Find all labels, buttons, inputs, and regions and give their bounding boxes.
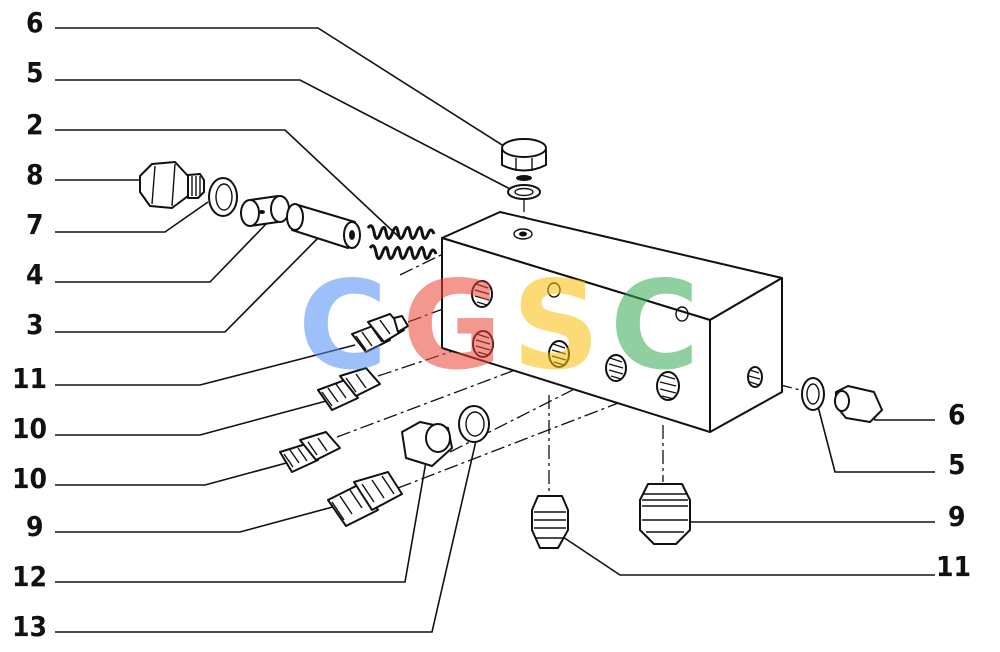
left-part-labels: 6 5 2 8 7 4 3 11 10 10 9 12 13 — [12, 6, 47, 643]
part-9-fitting-bottom — [639, 483, 691, 545]
part-10-fitting-b — [279, 431, 341, 473]
label-left-12: 12 — [12, 560, 47, 593]
part-10-fitting-a — [317, 367, 381, 411]
label-left-10: 10 — [12, 462, 47, 495]
label-left-13: 13 — [12, 610, 47, 643]
label-right-2: 5 — [948, 448, 966, 481]
label-right-4: 11 — [936, 550, 971, 583]
part-6-plug-right — [834, 385, 883, 423]
label-left-1: 6 — [26, 6, 44, 39]
block-front-ports — [471, 280, 689, 401]
valve-block — [441, 211, 783, 433]
part-11-fitting-bottom — [531, 495, 569, 549]
watermark-letter-s: S — [512, 255, 600, 397]
part-7-ring — [208, 177, 238, 217]
part-13-washer — [458, 405, 490, 443]
part-5-washer-right — [801, 377, 825, 411]
label-right-1: 6 — [948, 398, 966, 431]
watermark-letter-c1: C — [298, 255, 388, 397]
part-12-plug — [401, 421, 453, 467]
right-part-labels: 6 5 9 11 — [936, 398, 971, 583]
part-5-washer-top — [507, 184, 541, 200]
label-left-6: 4 — [26, 258, 44, 291]
label-left-9: 10 — [12, 412, 47, 445]
part-3-spool — [286, 203, 361, 249]
label-left-2: 5 — [26, 56, 44, 89]
part-9-fitting-left — [327, 471, 403, 527]
label-left-8: 11 — [12, 362, 47, 395]
part-2-spring — [366, 224, 438, 260]
watermark-letter-g: G — [402, 255, 502, 397]
label-right-3: 9 — [948, 500, 966, 533]
part-4-bush — [240, 195, 290, 227]
part-6-plug-bolt-top — [501, 138, 547, 181]
label-left-3: 2 — [26, 108, 44, 141]
label-left-11: 9 — [26, 510, 44, 543]
label-left-5: 7 — [26, 208, 44, 241]
part-11-fitting-left — [351, 313, 409, 353]
watermark: C G S C — [298, 255, 700, 397]
watermark-letter-c2: C — [610, 255, 700, 397]
label-left-4: 8 — [26, 158, 44, 191]
label-left-7: 3 — [26, 308, 44, 341]
part-8-fitting — [139, 161, 205, 209]
